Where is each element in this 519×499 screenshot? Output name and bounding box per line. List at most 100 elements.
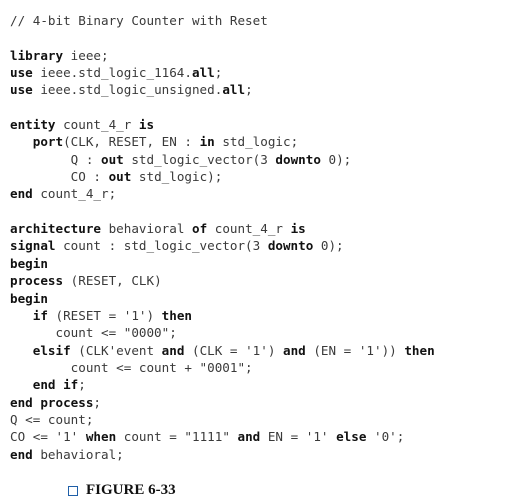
code-line: count <= count + "0001"; [10,359,435,376]
code-line: entity count_4_r is [10,116,435,133]
code-text: ieee.std_logic_1164. [32,65,192,81]
code-keyword: and [161,342,185,358]
code-text: std_logic); [131,169,223,185]
code-keyword: and [237,429,261,445]
code-text: (RESET = '1') [47,307,162,323]
code-line [10,99,435,116]
code-text: ; [214,65,223,81]
code-text: CO <= '1' [10,429,86,445]
code-text: 0); [313,238,344,254]
code-line: port(CLK, RESET, EN : in std_logic; [10,133,435,150]
code-text: count_4_r [55,117,139,133]
code-line: Q <= count; [10,411,435,428]
code-text: '0'; [366,429,405,445]
code-text: behavioral [101,221,192,237]
code-line: end count_4_r; [10,185,435,202]
code-text: count <= "0000"; [10,325,177,341]
code-keyword: begin [10,255,48,271]
code-text: EN = '1' [260,429,337,445]
code-line: use ieee.std_logic_1164.all; [10,64,435,81]
code-line: process (RESET, CLK) [10,272,435,289]
code-keyword: begin [10,290,48,306]
code-keyword: elsif [32,342,71,358]
code-text: ; [93,394,101,410]
code-line: begin [10,290,435,307]
code-line: elsif (CLK'event and (CLK = '1') and (EN… [10,342,435,359]
code-keyword: signal [10,238,56,254]
code-line: CO <= '1' when count = "1111" and EN = '… [10,428,435,445]
code-line: use ieee.std_logic_unsigned.all; [10,81,435,98]
code-keyword: is [290,221,306,237]
code-keyword: all [222,82,246,98]
code-keyword: in [199,134,215,150]
code-text: Q <= count; [10,411,94,427]
code-keyword: downto [267,238,314,254]
code-line: signal count : std_logic_vector(3 downto… [10,237,435,254]
code-keyword: process [10,273,64,289]
code-line [10,203,435,220]
code-keyword: end if [32,377,79,393]
code-line: count <= "0000"; [10,324,435,341]
code-line: end behavioral; [10,446,435,463]
code-text: behavioral; [32,446,124,462]
code-text: count_4_r [207,221,291,237]
code-line [10,29,435,46]
code-keyword: end [10,186,33,202]
code-line: library ieee; [10,47,435,64]
code-keyword: entity [10,117,56,133]
code-line: architecture behavioral of count_4_r is [10,220,435,237]
code-text: count_4_r; [32,186,117,202]
code-keyword: when [85,429,117,445]
code-text: (CLK'event [70,342,162,358]
code-text: std_logic; [214,134,299,150]
code-keyword: architecture [10,221,101,237]
code-keyword: of [192,221,208,237]
code-keyword: end [10,446,33,462]
code-line: begin [10,255,435,272]
code-line: end process; [10,394,435,411]
code-line: Q : out std_logic_vector(3 downto 0); [10,151,435,168]
code-keyword: use [10,82,33,98]
code-keyword: use [10,65,33,81]
code-text [10,377,33,392]
code-keyword: then [161,307,192,323]
code-text: ; [245,82,253,98]
code-text: count <= count + "0001"; [10,359,253,375]
square-icon [68,485,78,496]
code-keyword: all [191,65,215,81]
code-text: (CLK = '1') [184,342,283,358]
code-keyword: out [108,169,132,185]
code-text [10,308,33,323]
code-keyword: and [283,342,306,358]
code-keyword: if [32,307,48,323]
code-keyword: then [404,342,435,358]
code-line: if (RESET = '1') then [10,307,435,324]
code-text: 0); [320,151,352,167]
vhdl-code-listing: // 4-bit Binary Counter with Reset librar… [10,12,435,463]
code-keyword: out [101,151,124,167]
code-keyword: else [336,429,367,445]
code-text: (RESET, CLK) [63,273,162,289]
code-keyword: port [32,134,64,150]
code-keyword: library [10,47,64,63]
code-keyword: downto [275,151,321,167]
code-text: CO : [10,169,109,185]
code-keyword: is [138,117,155,133]
code-text: ieee.std_logic_unsigned. [32,82,223,98]
figure-caption: FIGURE 6-33 [68,482,176,499]
code-text [10,343,33,358]
code-text [10,134,33,149]
figure-caption-label: FIGURE 6-33 [86,482,176,498]
code-text: std_logic_vector(3 [123,151,276,167]
code-line: CO : out std_logic); [10,168,435,185]
code-line: // 4-bit Binary Counter with Reset [10,12,435,29]
code-keyword: end process [10,394,94,410]
code-line: end if; [10,376,435,393]
code-text: // 4-bit Binary Counter with Reset [10,13,268,28]
code-text: (CLK, RESET, EN : [63,134,200,150]
code-text: count : std_logic_vector(3 [55,238,268,254]
code-text: ieee; [63,47,109,63]
code-text: Q : [10,151,101,167]
code-text: count = "1111" [116,429,238,445]
